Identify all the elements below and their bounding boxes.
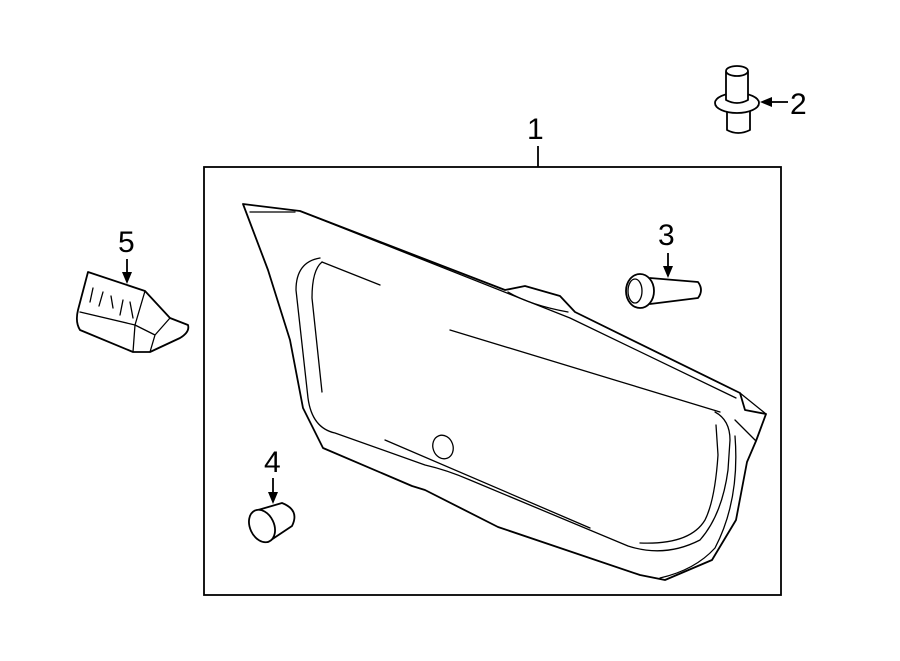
callout-5-label: 5 bbox=[118, 226, 135, 259]
part-3-push-clip[interactable] bbox=[625, 273, 702, 309]
callout-5[interactable]: 5 bbox=[118, 226, 135, 284]
trim-panel-rim bbox=[249, 210, 737, 399]
callout-2[interactable]: 2 bbox=[760, 88, 807, 121]
callout-4-label: 4 bbox=[264, 446, 281, 479]
pin-head-top bbox=[725, 65, 749, 77]
trim-panel-hole bbox=[432, 434, 454, 460]
bumper-face bbox=[248, 508, 276, 544]
callout-1-label: 1 bbox=[527, 113, 544, 146]
clip-head-face bbox=[627, 278, 643, 304]
bracket-edges bbox=[79, 290, 171, 353]
callout-3-label: 3 bbox=[658, 219, 675, 252]
trim-panel-side bbox=[659, 435, 737, 579]
callout-5-arrowhead bbox=[122, 272, 132, 284]
pin-body bbox=[726, 109, 751, 134]
callout-3-arrowhead bbox=[663, 266, 673, 278]
trim-panel-inner-top bbox=[321, 261, 721, 413]
callout-3[interactable]: 3 bbox=[658, 219, 675, 278]
pin-head bbox=[725, 71, 749, 104]
callout-2-arrowhead bbox=[760, 97, 772, 107]
trim-panel-recess-inner bbox=[311, 261, 719, 544]
bracket-ribs bbox=[89, 287, 134, 319]
callout-1[interactable]: 1 bbox=[527, 113, 544, 167]
part-4-bumper[interactable] bbox=[244, 502, 296, 546]
bracket-outline bbox=[75, 271, 190, 353]
trim-panel-bump bbox=[507, 291, 569, 313]
callout-4[interactable]: 4 bbox=[264, 446, 281, 504]
part-2-pin[interactable] bbox=[714, 65, 760, 134]
callout-4-arrowhead bbox=[268, 492, 278, 504]
clip-shank bbox=[649, 277, 702, 305]
part-5-bracket[interactable] bbox=[75, 271, 190, 353]
trim-panel-recess-outer bbox=[295, 257, 731, 552]
callout-2-label: 2 bbox=[790, 88, 807, 121]
trim-panel-outline bbox=[242, 203, 767, 581]
part-1-trim-panel[interactable] bbox=[242, 203, 767, 581]
trim-panel-tip bbox=[734, 392, 767, 442]
clip-head bbox=[625, 273, 655, 309]
